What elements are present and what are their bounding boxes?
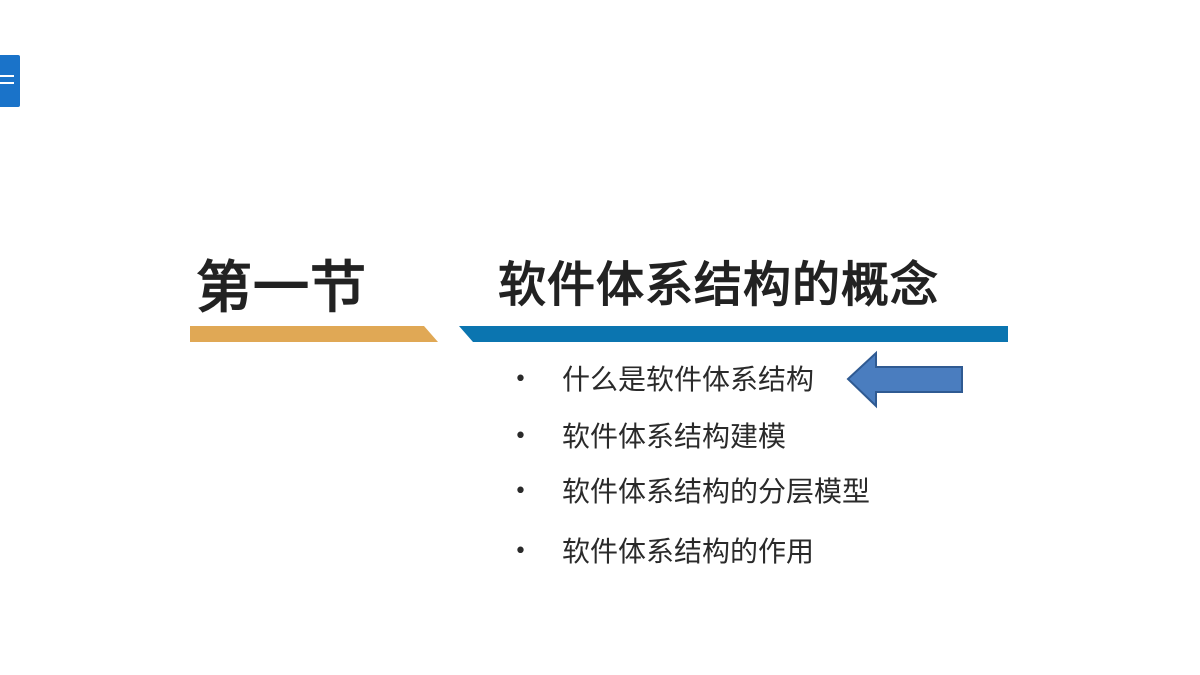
chapter-title: 软件体系结构的概念 bbox=[498, 257, 940, 313]
list-item[interactable]: • 软件体系结构建模 bbox=[514, 419, 786, 455]
list-item-label: 软件体系结构建模 bbox=[562, 420, 787, 453]
bullet-marker: • bbox=[514, 479, 527, 504]
menu-toggle-button[interactable] bbox=[0, 55, 20, 107]
list-item[interactable]: • 软件体系结构的分层模型 bbox=[514, 474, 870, 510]
list-item-label: 软件体系结构的作用 bbox=[562, 535, 815, 568]
bullet-marker: • bbox=[514, 424, 527, 449]
bullet-marker: • bbox=[514, 367, 527, 392]
bullet-marker: • bbox=[514, 539, 527, 564]
list-item[interactable]: • 软件体系结构的作用 bbox=[514, 534, 814, 570]
list-item-label: 软件体系结构的分层模型 bbox=[562, 475, 871, 508]
list-item[interactable]: • 什么是软件体系结构 bbox=[514, 362, 814, 398]
section-title: 第一节 bbox=[196, 256, 367, 321]
blue-underline-bar bbox=[459, 326, 1008, 342]
orange-underline-bar bbox=[190, 326, 438, 342]
list-item-label: 什么是软件体系结构 bbox=[562, 363, 815, 396]
hamburger-icon bbox=[0, 75, 14, 77]
